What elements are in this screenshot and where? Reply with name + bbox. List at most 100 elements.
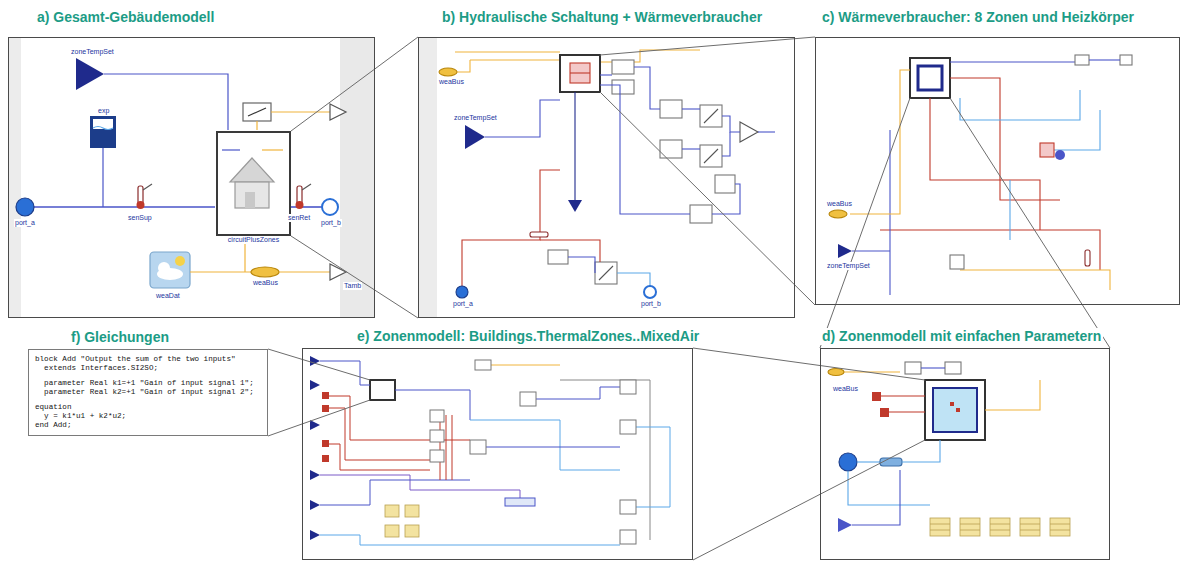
- mixed-air-schematic: [310, 420, 320, 430]
- hydraulic-circuit-schematic: [568, 200, 582, 212]
- panel-heading: b) Hydraulische Schaltung + Wärmeverbrau…: [440, 9, 764, 26]
- mixed-air-schematic: [329, 444, 430, 470]
- building-model-schematic: [290, 206, 322, 208]
- building-model-schematic: [143, 184, 152, 190]
- building-model-schematic: [279, 271, 330, 272]
- building-model-schematic: [93, 127, 113, 130]
- hydraulic-circuit-schematic: [570, 63, 590, 83]
- mixed-air-schematic: [320, 480, 470, 505]
- hydraulic-circuit-schematic: [758, 131, 775, 132]
- signal-name: weaBus: [438, 78, 465, 86]
- zone-model-schematic: [872, 392, 881, 401]
- heat-consumer-schematic: [1009, 180, 1010, 240]
- signal-name: zoneTempSet: [826, 262, 871, 270]
- mixed-air-schematic: [310, 500, 320, 510]
- signal-name: senSup: [127, 214, 153, 222]
- hydraulic-circuit-schematic: [712, 184, 740, 214]
- zoom-line: [820, 98, 1110, 348]
- building-model-schematic: [262, 149, 283, 150]
- hydraulic-circuit-schematic: [455, 51, 560, 52]
- hydraulic-circuit-schematic: [595, 262, 617, 284]
- building-model-schematic: [330, 104, 346, 120]
- component-box: circuitPlusZones: [216, 131, 291, 236]
- data-table-icon: [1020, 518, 1040, 536]
- hydraulic-circuit-schematic: [634, 67, 660, 109]
- mixed-air-schematic: [322, 392, 329, 399]
- signal-name: port_b: [320, 219, 342, 227]
- hydraulic-circuit-schematic: [465, 125, 485, 149]
- building-model-schematic: [175, 256, 185, 266]
- zone-model-schematic: [985, 380, 1040, 410]
- heat-consumer-schematic: [1089, 59, 1120, 60]
- hydraulic-circuit-schematic: [548, 250, 568, 264]
- mixed-air-schematic: [491, 365, 560, 366]
- heat-consumer-schematic: [950, 61, 1075, 62]
- hydraulic-circuit-schematic: [715, 175, 735, 193]
- code-line: y = k1*u1 + k2*u2;: [35, 412, 126, 421]
- mixed-air-schematic: [329, 408, 430, 460]
- hydraulic-circuit-schematic: [682, 108, 700, 109]
- mixed-air-schematic: [470, 440, 486, 454]
- hydraulic-circuit-schematic: [456, 286, 468, 298]
- mixed-air-schematic: [430, 410, 444, 422]
- code-line: parameter Real k2=+1 "Gain of input sign…: [35, 388, 254, 397]
- hydraulic-circuit-schematic: [617, 273, 650, 286]
- building-model-schematic: [16, 58, 346, 288]
- zoom-line: [600, 37, 815, 305]
- mixed-air-schematic: [536, 387, 620, 399]
- component-name: circuitPlusZones: [227, 236, 280, 244]
- zone-model-schematic: [881, 395, 925, 396]
- data-table-icon: [385, 505, 399, 517]
- hydraulic-circuit-schematic: [704, 109, 718, 123]
- signal-name: port_a: [14, 219, 36, 227]
- data-table-icon: [1050, 518, 1070, 536]
- mixed-air-schematic: [310, 380, 320, 390]
- building-model-schematic: [243, 103, 271, 121]
- zone-model-schematic: [950, 402, 954, 406]
- mixed-air-schematic: [475, 360, 491, 370]
- heat-consumer-schematic: [960, 90, 1080, 120]
- data-table-icon: [990, 518, 1010, 536]
- hydraulic-circuit-schematic: [439, 68, 457, 76]
- signal-name: senRet: [287, 214, 311, 222]
- heat-consumer-schematic: [910, 58, 950, 98]
- mixed-air-schematic: [620, 530, 636, 544]
- zone-model-schematic: [905, 362, 921, 374]
- hydraulic-circuit-schematic: [660, 100, 682, 118]
- data-table-icon: [405, 525, 419, 537]
- diagram-panel: e) Zonenmodell: Buildings.ThermalZones..…: [302, 348, 693, 560]
- building-model-schematic: [256, 121, 257, 130]
- data-table-icon: [960, 518, 980, 536]
- mixed-air-schematic: [430, 450, 444, 462]
- hydraulic-circuit-schematic: [470, 59, 560, 60]
- hydraulic-circuit-schematic: [722, 132, 730, 156]
- hydraulic-circuit-schematic: [439, 50, 775, 298]
- signal-name: port_a: [452, 300, 474, 308]
- mixed-air-schematic: [322, 455, 329, 462]
- mixed-air-schematic: [320, 475, 520, 500]
- data-table-icon: [930, 524, 1070, 530]
- code-line: extends Interfaces.SI2SO;: [35, 364, 158, 373]
- code-panel: f) Gleichungenblock Add "Output the sum …: [28, 349, 268, 436]
- building-model-schematic: [190, 271, 251, 272]
- zone-model-schematic: [925, 380, 985, 440]
- building-model-schematic: [34, 206, 215, 208]
- panel-heading: d) Zonenmodell mit einfachen Parametern: [820, 328, 1103, 345]
- hydraulic-circuit-schematic: [612, 60, 634, 74]
- hydraulic-circuit-schematic: [700, 145, 722, 167]
- mixed-air-schematic: [620, 420, 636, 434]
- signal-name: zoneTempSet: [453, 114, 498, 122]
- heat-consumer-schematic: [930, 98, 1040, 230]
- panel-heading: e) Zonenmodell: Buildings.ThermalZones..…: [355, 328, 701, 345]
- code-line: block Add "Output the sum of the two inp…: [35, 355, 236, 364]
- hydraulic-circuit-schematic: [600, 85, 690, 214]
- hydraulic-circuit-schematic: [690, 205, 712, 223]
- hydraulic-circuit-schematic: [560, 55, 600, 92]
- mixed-air-schematic: [320, 535, 620, 545]
- building-model-schematic: [158, 262, 170, 274]
- hydraulic-circuit-schematic: [457, 60, 470, 72]
- panel-band: [9, 38, 21, 317]
- zone-model-schematic: [956, 408, 960, 412]
